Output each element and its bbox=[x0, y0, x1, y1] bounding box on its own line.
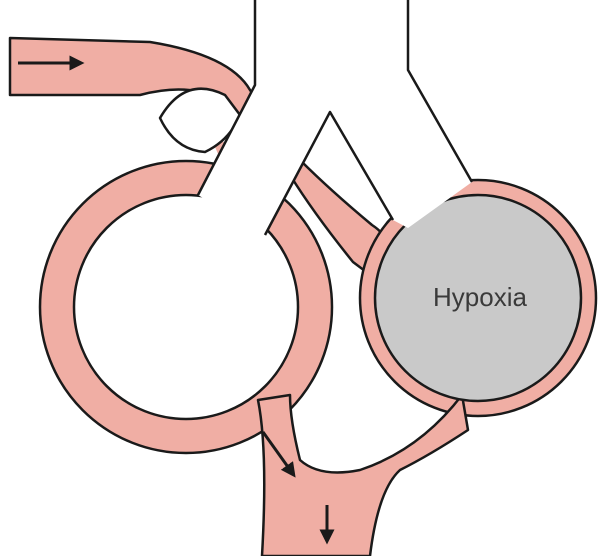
outflow-vessel bbox=[258, 395, 468, 556]
hypoxia-label: Hypoxia bbox=[433, 282, 527, 312]
